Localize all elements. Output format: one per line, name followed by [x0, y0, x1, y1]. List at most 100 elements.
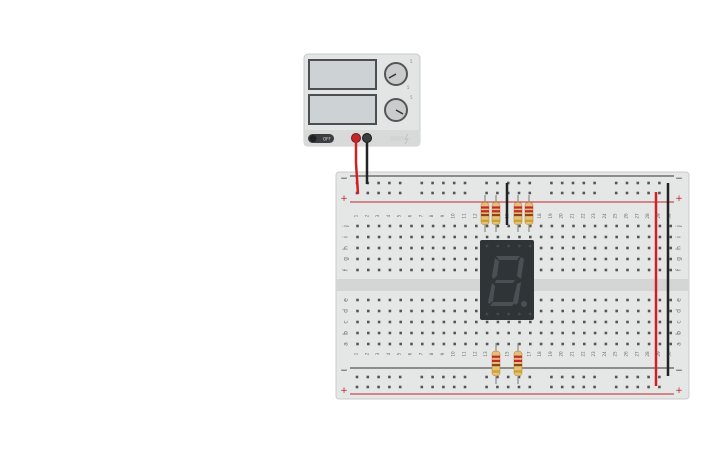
terminal-hole[interactable] — [658, 320, 662, 324]
terminal-hole[interactable] — [572, 331, 575, 335]
terminal-hole[interactable] — [550, 224, 554, 228]
terminal-hole[interactable] — [615, 224, 618, 228]
terminal-hole[interactable] — [496, 320, 500, 324]
terminal-hole[interactable] — [464, 224, 467, 228]
terminal-hole[interactable] — [356, 309, 359, 313]
terminal-hole[interactable] — [410, 224, 413, 228]
terminal-hole[interactable] — [572, 224, 575, 228]
terminal-hole[interactable] — [421, 331, 424, 335]
terminal-hole[interactable] — [377, 342, 381, 346]
terminal-hole[interactable] — [410, 298, 413, 302]
terminal-hole[interactable] — [604, 257, 608, 261]
terminal-hole[interactable] — [615, 342, 618, 346]
rail-hole[interactable] — [550, 191, 553, 195]
terminal-hole[interactable] — [583, 268, 586, 272]
terminal-hole[interactable] — [410, 342, 413, 346]
terminal-hole[interactable] — [669, 257, 672, 261]
rail-hole[interactable] — [571, 181, 575, 185]
terminal-hole[interactable] — [399, 298, 402, 302]
terminal-hole[interactable] — [539, 257, 543, 261]
rail-hole[interactable] — [463, 191, 467, 195]
terminal-hole[interactable] — [496, 235, 500, 239]
rail-hole[interactable] — [431, 191, 434, 195]
rail-hole[interactable] — [625, 191, 629, 195]
terminal-hole[interactable] — [431, 268, 435, 272]
terminal-hole[interactable] — [550, 235, 554, 239]
rail-hole[interactable] — [496, 181, 499, 185]
rail-hole[interactable] — [485, 375, 488, 379]
terminal-hole[interactable] — [453, 246, 456, 250]
terminal-hole[interactable] — [658, 224, 662, 228]
terminal-hole[interactable] — [572, 309, 575, 313]
rail-hole[interactable] — [528, 181, 532, 185]
terminal-hole[interactable] — [583, 257, 586, 261]
terminal-hole[interactable] — [615, 298, 618, 302]
terminal-hole[interactable] — [377, 246, 381, 250]
terminal-hole[interactable] — [507, 331, 510, 335]
power-supply[interactable]: 5 5 5 OFF — [303, 53, 421, 147]
terminal-hole[interactable] — [626, 320, 629, 324]
terminal-hole[interactable] — [507, 342, 510, 346]
terminal-hole[interactable] — [453, 309, 456, 313]
terminal-hole[interactable] — [410, 257, 413, 261]
terminal-hole[interactable] — [583, 331, 586, 335]
resistor-6[interactable] — [513, 343, 523, 384]
rail-hole[interactable] — [582, 181, 586, 185]
terminal-hole[interactable] — [572, 257, 575, 261]
rail-hole[interactable] — [658, 375, 661, 379]
terminal-hole[interactable] — [658, 235, 662, 239]
terminal-hole[interactable] — [626, 235, 629, 239]
terminal-hole[interactable] — [442, 320, 446, 324]
terminal-hole[interactable] — [367, 224, 370, 228]
rail-hole[interactable] — [398, 385, 402, 389]
terminal-hole[interactable] — [475, 246, 478, 250]
terminal-hole[interactable] — [399, 268, 402, 272]
terminal-hole[interactable] — [615, 331, 618, 335]
rail-hole[interactable] — [431, 375, 434, 379]
positive-terminal[interactable] — [351, 133, 361, 143]
terminal-hole[interactable] — [377, 224, 381, 228]
terminal-hole[interactable] — [518, 224, 521, 228]
terminal-hole[interactable] — [561, 298, 564, 302]
terminal-hole[interactable] — [410, 246, 413, 250]
terminal-hole[interactable] — [593, 246, 597, 250]
terminal-hole[interactable] — [475, 257, 478, 261]
rail-hole[interactable] — [366, 375, 370, 379]
terminal-hole[interactable] — [496, 224, 500, 228]
terminal-hole[interactable] — [367, 268, 370, 272]
terminal-hole[interactable] — [453, 298, 456, 302]
terminal-hole[interactable] — [604, 224, 608, 228]
rail-hole[interactable] — [398, 191, 402, 195]
terminal-hole[interactable] — [637, 320, 640, 324]
rail-hole[interactable] — [388, 181, 391, 185]
rail-hole[interactable] — [496, 375, 499, 379]
terminal-hole[interactable] — [485, 342, 489, 346]
terminal-hole[interactable] — [550, 268, 554, 272]
terminal-hole[interactable] — [572, 320, 575, 324]
red-wire-psu[interactable] — [354, 142, 360, 195]
terminal-hole[interactable] — [464, 309, 467, 313]
terminal-hole[interactable] — [399, 224, 402, 228]
rail-hole[interactable] — [528, 385, 532, 389]
terminal-hole[interactable] — [475, 320, 478, 324]
rail-hole[interactable] — [593, 375, 596, 379]
terminal-hole[interactable] — [572, 268, 575, 272]
terminal-hole[interactable] — [377, 298, 381, 302]
rail-hole[interactable] — [517, 191, 521, 195]
resistor-3[interactable] — [513, 195, 523, 232]
terminal-hole[interactable] — [410, 309, 413, 313]
terminal-hole[interactable] — [615, 235, 618, 239]
terminal-hole[interactable] — [561, 320, 564, 324]
terminal-hole[interactable] — [647, 246, 651, 250]
terminal-hole[interactable] — [593, 320, 597, 324]
terminal-hole[interactable] — [421, 342, 424, 346]
terminal-hole[interactable] — [453, 257, 456, 261]
terminal-hole[interactable] — [377, 268, 381, 272]
terminal-hole[interactable] — [561, 331, 564, 335]
terminal-hole[interactable] — [442, 309, 446, 313]
terminal-hole[interactable] — [647, 224, 651, 228]
terminal-hole[interactable] — [647, 342, 651, 346]
terminal-hole[interactable] — [442, 268, 446, 272]
terminal-hole[interactable] — [669, 235, 672, 239]
terminal-hole[interactable] — [356, 224, 359, 228]
